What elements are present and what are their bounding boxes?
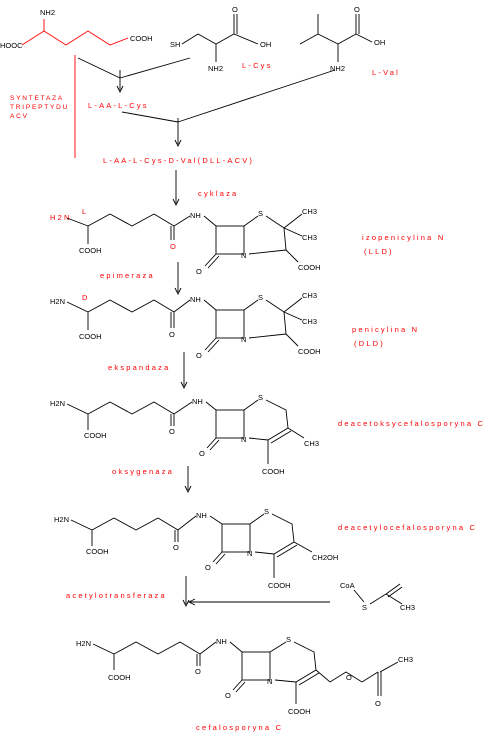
daoc-nh: NH <box>192 397 203 406</box>
cys-sh: SH <box>170 40 180 49</box>
cys-oh: OH <box>260 40 271 49</box>
daoc-o: O <box>169 427 175 436</box>
daoc-structure: H2N COOH O NH O N S CH3 COOH <box>50 393 319 476</box>
daoc-name: deacetoksycefalosporyna C <box>338 419 485 428</box>
cephalosporin-c-name: cefalosporyna C <box>196 723 283 732</box>
iso-me-1: CH3 <box>302 207 317 216</box>
ceph-o: O <box>195 667 201 676</box>
ceph-nh: NH <box>216 637 227 646</box>
dac-h2n: H2N <box>54 515 69 524</box>
val-name: L-Val <box>372 68 400 77</box>
dac-o-lactam: O <box>205 563 211 572</box>
ceph-o-lactam: O <box>225 691 231 700</box>
ceph-me: CH3 <box>398 655 413 664</box>
daoc-h2n: H2N <box>50 399 65 408</box>
dac-nh: NH <box>196 511 207 520</box>
cysteine: SH O OH NH2 L-Cys <box>170 5 273 73</box>
ceph-cooh: COOH <box>288 707 311 716</box>
pen-stereo: D <box>82 293 90 302</box>
iso-o: O <box>170 242 178 251</box>
enzyme-cyclase: cyklaza <box>198 189 238 198</box>
daoc-cooh-side: COOH <box>84 431 107 440</box>
daoc-o-lactam: O <box>199 449 205 458</box>
isopenicillin-config: (LLD) <box>364 247 394 256</box>
ceph-ester-o: O <box>346 673 352 682</box>
isopenicillin-n-structure: H2N L COOH O NH O N S CH3 CH3 COOH <box>50 207 321 276</box>
dac-structure: H2N COOH O NH O N S CH2OH COOH <box>54 507 338 590</box>
iso-h2n: H2N <box>50 213 72 222</box>
aminoadipic-acid: NH2 HOOC COOH <box>0 8 153 50</box>
ceph-cooh-side: COOH <box>108 673 131 682</box>
iso-n: N <box>241 251 246 260</box>
pen-nh: NH <box>190 295 201 304</box>
dac-cooh: COOH <box>268 581 291 590</box>
acoa-coa: CoA <box>340 581 355 590</box>
dac-ch2oh: CH2OH <box>312 553 338 562</box>
synthetase-line-3: ACV <box>10 113 29 120</box>
val-o: O <box>354 5 360 14</box>
pen-n: N <box>241 335 246 344</box>
pen-o: O <box>169 330 175 339</box>
ceph-h2n: H2N <box>76 639 91 648</box>
ceph-n: N <box>267 677 272 686</box>
dac-n: N <box>247 549 252 558</box>
enzyme-acetyltransferase: acetylotransferaza <box>66 591 167 600</box>
acetyl-coa-structure: CoA S CH3 <box>340 581 415 612</box>
penicillin-n-structure: H2N D COOH O NH O N S CH3 CH3 COOH <box>50 291 321 360</box>
dac-o: O <box>173 543 179 552</box>
aaa-nh2: NH2 <box>40 8 55 17</box>
iso-o-lactam: O <box>196 267 202 276</box>
synthetase-label: SYNTETAZA TRIPEPTYDU ACV <box>10 95 69 120</box>
val-oh: OH <box>374 38 385 47</box>
iso-stereo: L <box>82 207 88 216</box>
pen-h2n: H2N <box>50 297 65 306</box>
iso-nh: NH <box>190 211 201 220</box>
daoc-cooh: COOH <box>262 467 285 476</box>
synthetase-line-1: SYNTETAZA <box>10 95 64 102</box>
pen-o-lactam: O <box>196 351 202 360</box>
dac-s: S <box>264 507 269 516</box>
valine: O OH NH2 L-Val <box>299 5 400 77</box>
cys-nh2: NH2 <box>208 64 223 73</box>
penicillin-n-name: penicylina N <box>352 325 419 334</box>
aaa-cooh-right: COOH <box>130 34 153 43</box>
enzyme-epimerase: epimeraza <box>100 271 155 280</box>
pen-s: S <box>258 293 263 302</box>
enzyme-oxygenase: oksygenaza <box>112 467 174 476</box>
tripeptide-label: L-AA-L-Cys-D-Val(DLL-ACV) <box>103 156 254 165</box>
iso-me-2: CH3 <box>302 233 317 242</box>
iso-s: S <box>258 209 263 218</box>
synthetase-line-2: TRIPEPTYDU <box>10 104 69 111</box>
enzyme-expandase: ekspandaza <box>108 363 170 372</box>
daoc-s: S <box>258 393 263 402</box>
aaa-cooh-left: HOOC <box>0 41 23 50</box>
daoc-me: CH3 <box>304 439 319 448</box>
acoa-s: S <box>362 603 367 612</box>
iso-cooh-side: COOH <box>79 246 102 255</box>
ceph-carbonyl-o: O <box>375 699 381 708</box>
daoc-n: N <box>241 435 246 444</box>
cys-name: L-Cys <box>242 61 273 70</box>
pen-cooh-side: COOH <box>79 332 102 341</box>
aa-cys-intermediate: L-AA-L-Cys <box>88 101 149 110</box>
dac-cooh-side: COOH <box>86 547 109 556</box>
isopenicillin-name: izopenicylina N <box>362 233 445 242</box>
iso-cooh: COOH <box>298 263 321 272</box>
dac-name: deacetylocefalosporyna C <box>338 523 477 532</box>
pen-me-1: CH3 <box>302 291 317 300</box>
val-nh2: NH2 <box>330 64 345 73</box>
pen-cooh: COOH <box>298 347 321 356</box>
cys-o: O <box>232 5 238 14</box>
ceph-s: S <box>286 635 291 644</box>
cephalosporin-c-structure: H2N COOH O NH O N S O O CH3 COOH <box>76 635 413 716</box>
pen-me-2: CH3 <box>302 317 317 326</box>
penicillin-n-config: (DLD) <box>354 339 385 348</box>
acoa-me: CH3 <box>400 603 415 612</box>
